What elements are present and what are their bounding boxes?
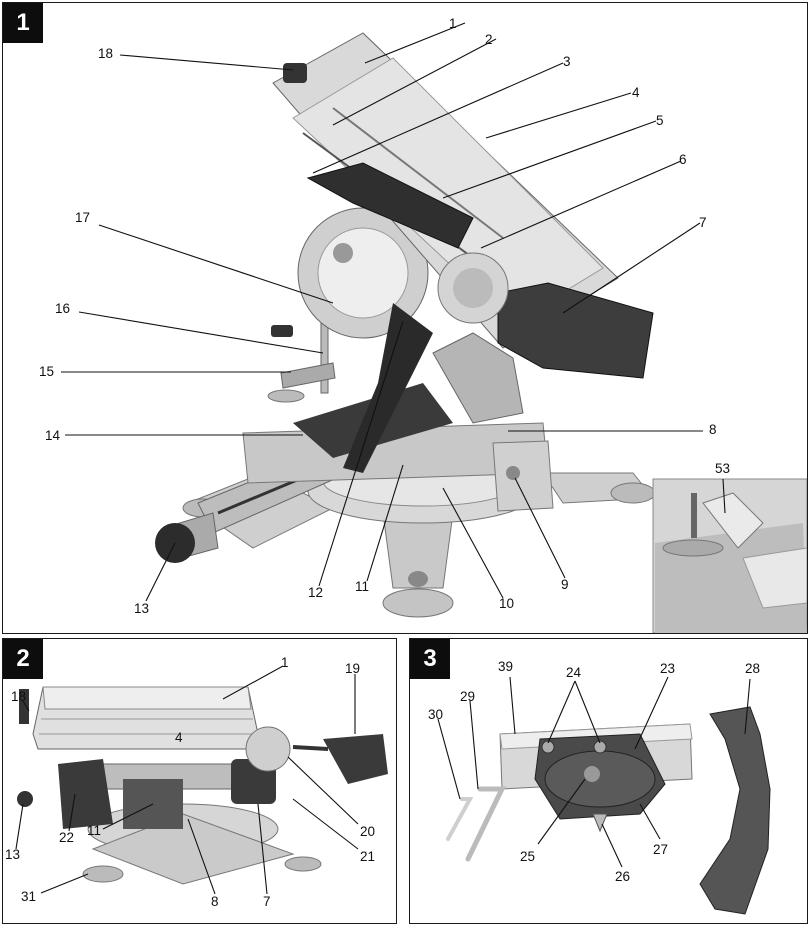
callout-4: 4 [632, 85, 640, 100]
miter-saw-table-mode-illustration: 1 18 4 19 13 22 11 20 21 31 8 7 [5, 655, 388, 909]
callout-11: 11 [355, 579, 369, 594]
callout-1: 1 [449, 16, 457, 31]
callout-10: 10 [499, 596, 514, 611]
callout-18: 18 [11, 689, 26, 704]
callout-8: 8 [709, 422, 717, 437]
panel-number: 3 [423, 645, 437, 672]
callout-4: 4 [175, 730, 183, 745]
panel-number-badge: 2 [3, 639, 43, 679]
callout-23: 23 [660, 661, 675, 676]
callout-20: 20 [360, 824, 375, 839]
callout-13: 13 [134, 601, 149, 616]
panel-number: 1 [16, 9, 30, 36]
callout-7: 7 [263, 894, 271, 909]
callout-28: 28 [745, 661, 760, 676]
callout-27: 27 [653, 842, 668, 857]
accessories-illustration: 39 24 23 28 29 30 25 26 27 [428, 659, 771, 915]
callout-1: 1 [281, 655, 289, 670]
callout-16: 16 [55, 301, 70, 316]
callout-22: 22 [59, 830, 74, 845]
callout-31: 31 [21, 889, 36, 904]
callout-6: 6 [679, 152, 687, 167]
callout-2: 2 [485, 32, 493, 47]
callout-14: 14 [45, 428, 61, 443]
callout-8: 8 [211, 894, 219, 909]
callout-15: 15 [39, 364, 54, 379]
callout-12: 12 [308, 585, 323, 600]
leader-lines [61, 22, 726, 602]
callout-29: 29 [460, 689, 475, 704]
callout-39: 39 [498, 659, 513, 674]
callout-26: 26 [615, 869, 630, 884]
leader-lines [437, 676, 751, 868]
figure-panel-2: 2 1 18 4 [2, 638, 397, 924]
figure-panel-1: 1 [2, 2, 808, 634]
callout-3: 3 [563, 54, 571, 69]
figure-panel-3: 3 39 24 23 28 29 [409, 638, 808, 924]
callout-5: 5 [656, 113, 664, 128]
callout-25: 25 [520, 849, 535, 864]
panel-number: 2 [16, 645, 30, 672]
callout-21: 21 [360, 849, 375, 864]
panel-number-badge: 3 [410, 639, 450, 679]
callout-18: 18 [98, 46, 113, 61]
callout-24: 24 [566, 665, 582, 680]
callout-11: 11 [87, 823, 101, 838]
callout-30: 30 [428, 707, 443, 722]
panel-number-badge: 1 [3, 3, 43, 43]
callout-17: 17 [75, 210, 90, 225]
callout-19: 19 [345, 661, 360, 676]
callout-9: 9 [561, 577, 569, 592]
callout-7: 7 [699, 215, 707, 230]
callout-53: 53 [715, 461, 730, 476]
leader-lines [15, 665, 359, 895]
callout-13: 13 [5, 847, 20, 862]
miter-saw-illustration: 1 2 3 4 5 6 7 8 9 10 11 12 13 14 15 16 1… [39, 16, 807, 633]
